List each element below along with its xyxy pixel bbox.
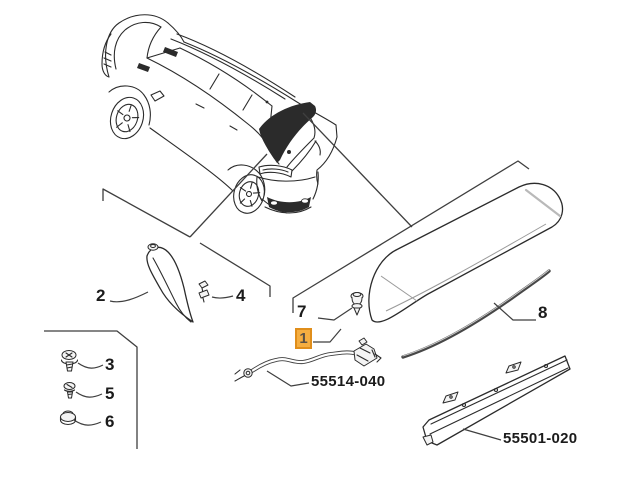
taillight — [258, 164, 293, 178]
door-mirror — [150, 90, 165, 102]
leader-lines — [73, 291, 536, 441]
exhaust-tip — [270, 200, 278, 206]
callout-6[interactable]: 6 — [105, 412, 115, 431]
detail-frame-marks — [102, 160, 530, 313]
part-nut-6 — [59, 410, 77, 426]
part-clip — [198, 280, 210, 303]
part-washer-hose — [234, 337, 382, 382]
front-wheel — [109, 96, 145, 140]
callout-5[interactable]: 5 — [105, 384, 115, 403]
callout-1-highlighted[interactable]: 1 — [295, 328, 312, 349]
part-seal-strip — [401, 269, 551, 359]
fastener-group-bracket — [44, 330, 138, 449]
part-spoiler-assembly — [368, 182, 564, 323]
hood-vent — [137, 63, 150, 72]
part-screw-3 — [60, 350, 79, 372]
hood-vent — [163, 47, 178, 57]
part-side-fin — [146, 243, 194, 323]
callout-4[interactable]: 4 — [236, 286, 246, 305]
callout-2[interactable]: 2 — [96, 286, 106, 305]
projection-lines — [189, 112, 413, 238]
part-grommet — [350, 292, 364, 316]
part-number-stop-lamp[interactable]: 55501-020 — [503, 430, 578, 447]
rear-diffuser — [267, 197, 311, 213]
part-screw-5 — [63, 382, 76, 399]
car-spoiler-highlighted — [259, 102, 317, 163]
part-stop-lamp-bar — [422, 355, 571, 446]
washer-nozzle — [353, 337, 382, 367]
callout-1-label: 1 — [299, 330, 308, 347]
callout-7[interactable]: 7 — [297, 302, 307, 321]
exhaust-tip — [301, 198, 309, 204]
rear-wheel — [233, 174, 265, 214]
callout-8[interactable]: 8 — [538, 303, 548, 322]
part-number-washer-hose[interactable]: 55514-040 — [311, 373, 386, 390]
callout-3[interactable]: 3 — [105, 355, 115, 374]
car-line-art — [101, 14, 338, 214]
roof-antenna — [265, 100, 269, 104]
